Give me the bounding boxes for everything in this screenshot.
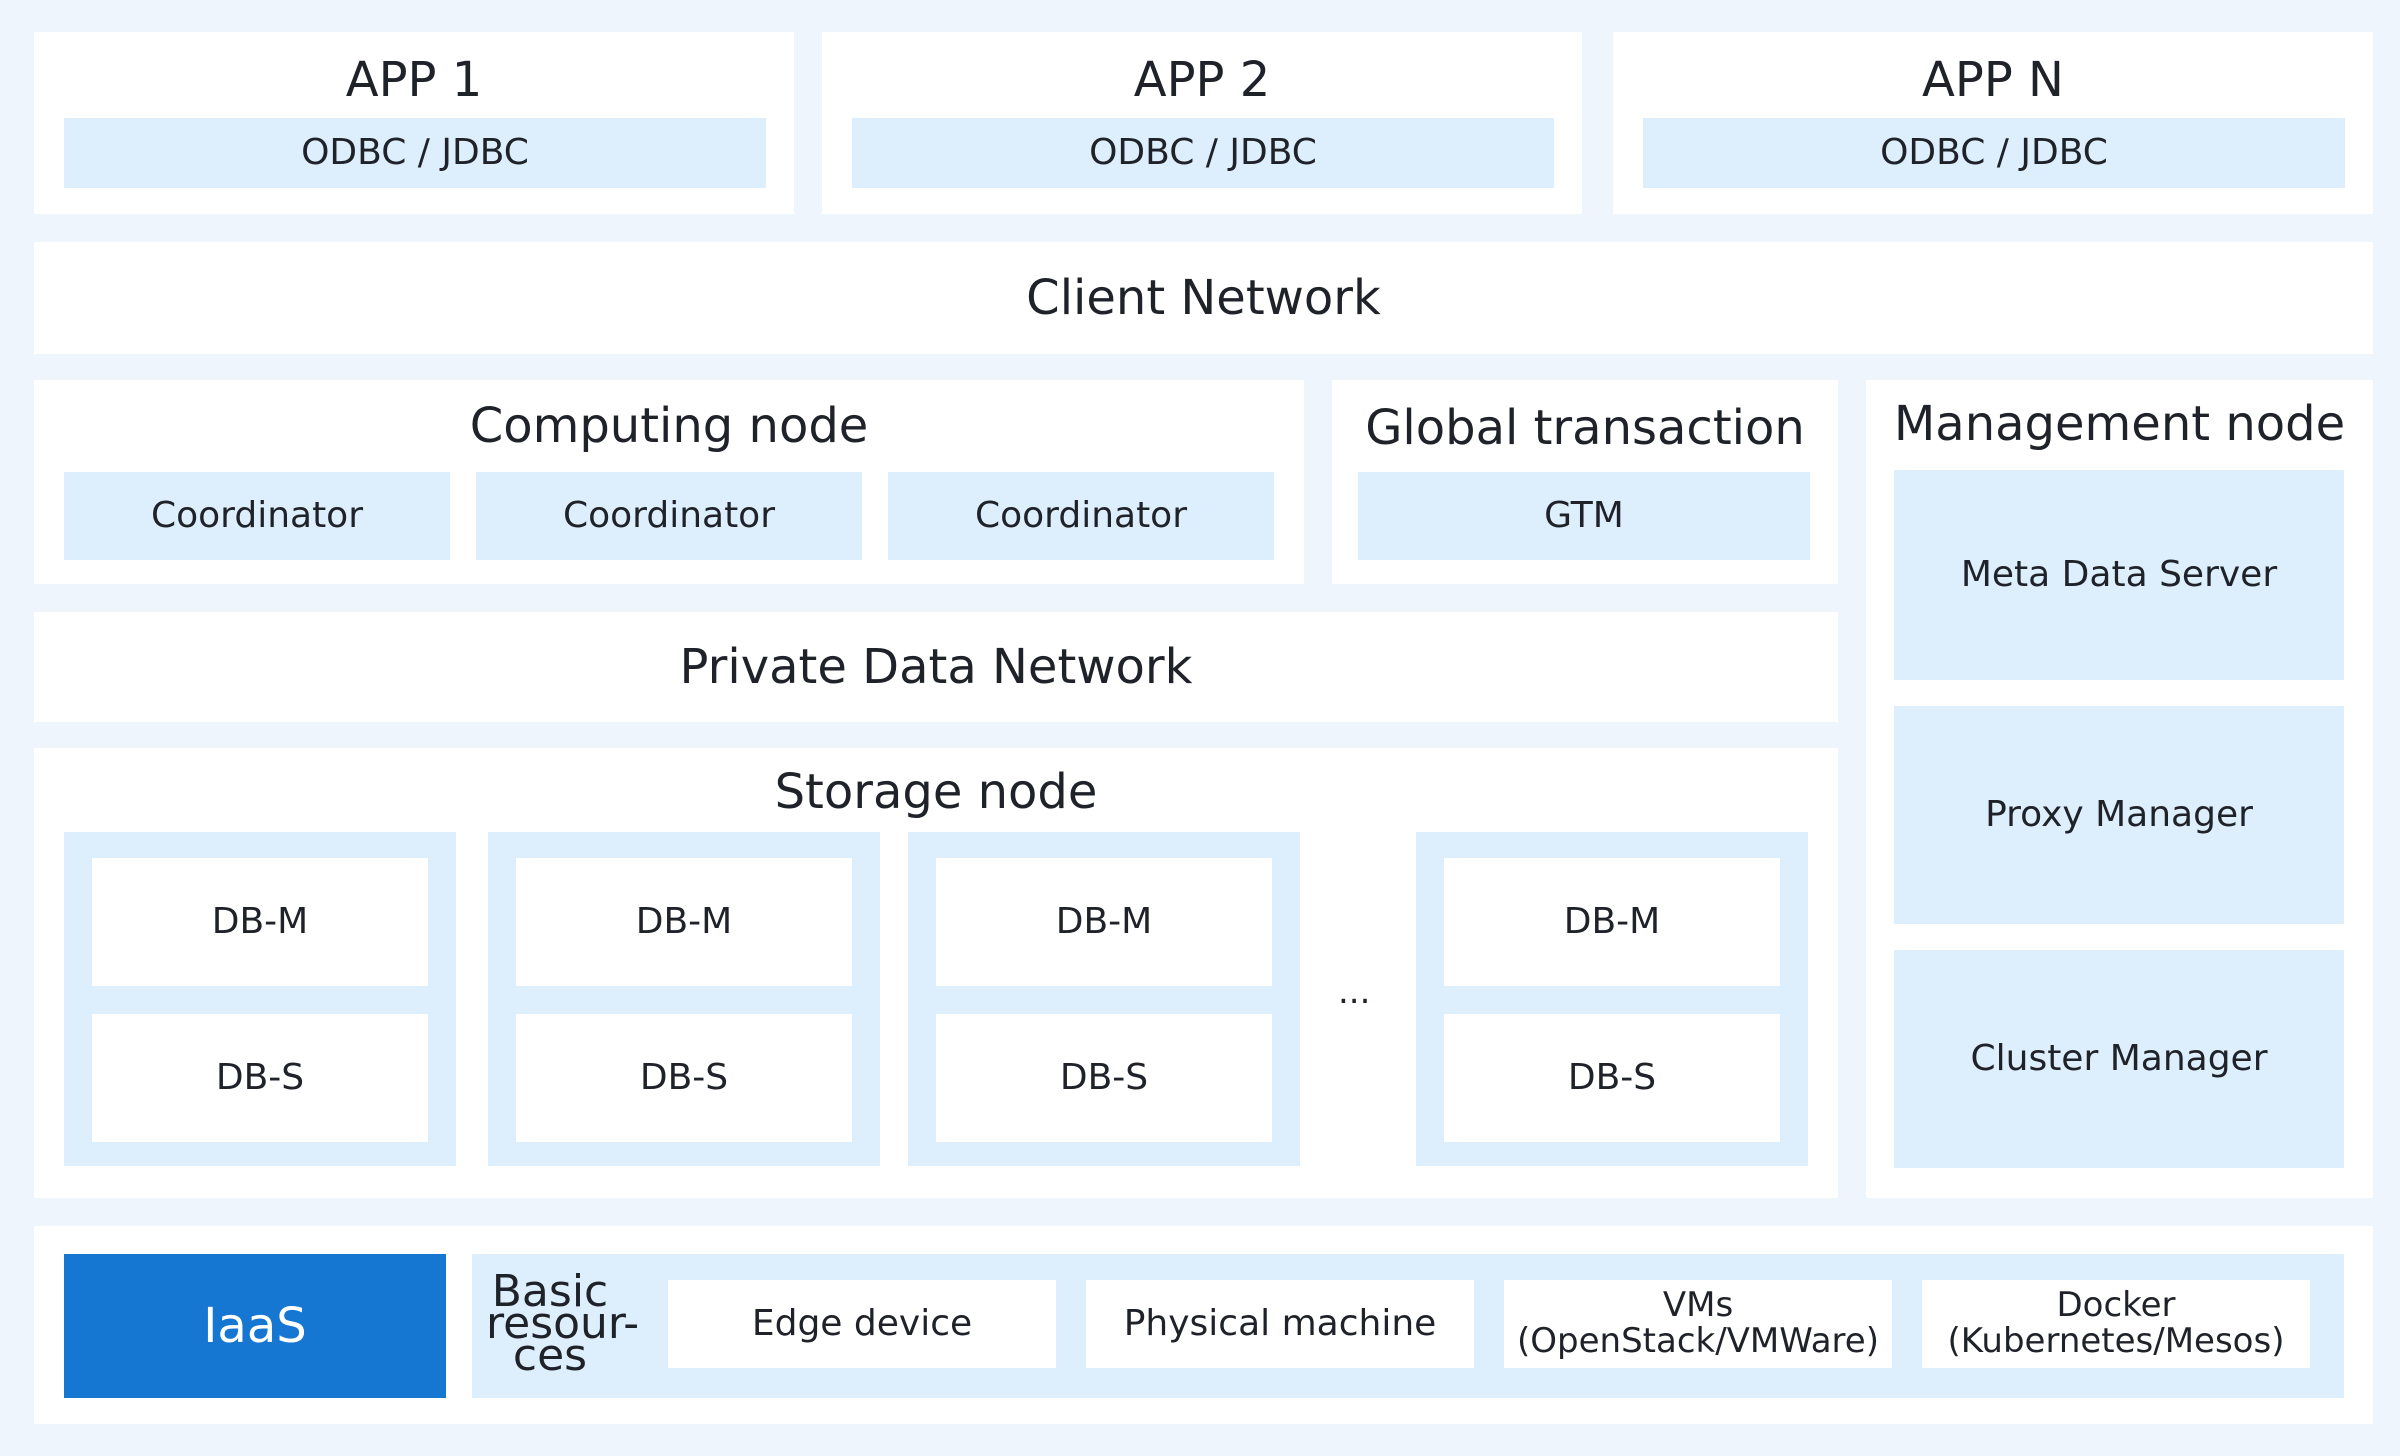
- basic-resources-label: Basic resour- ces: [486, 1266, 640, 1381]
- cluster-manager: Cluster Manager: [1894, 950, 2344, 1168]
- vms-label: VMs: [1662, 1285, 1734, 1326]
- gtm-box: GTM: [1358, 472, 1810, 560]
- vms: VMs (OpenStack/VMWare): [1504, 1280, 1892, 1368]
- app-2-panel: APP 2 ODBC / JDBC: [822, 32, 1582, 214]
- app-n-panel: APP N ODBC / JDBC: [1613, 32, 2373, 214]
- docker-detail: (Kubernetes/Mesos): [1947, 1321, 2285, 1361]
- db-slave-1: DB-S: [92, 1014, 428, 1142]
- app-2-title: APP 2: [1133, 52, 1271, 108]
- app-n-title: APP N: [1922, 52, 2064, 108]
- global-transaction-panel: Global transaction GTM: [1332, 380, 1838, 584]
- coordinator-3: Coordinator: [888, 472, 1274, 560]
- proxy-manager: Proxy Manager: [1894, 706, 2344, 924]
- management-node-panel: Management node Meta Data Server Proxy M…: [1866, 380, 2373, 1198]
- db-slave-n: DB-S: [1444, 1014, 1780, 1142]
- db-master-2: DB-M: [516, 858, 852, 986]
- storage-group-2: DB-M DB-S: [488, 832, 880, 1166]
- app-1-panel: APP 1 ODBC / JDBC: [34, 32, 794, 214]
- physical-machine: Physical machine: [1086, 1280, 1474, 1368]
- basic-resources-line-1: Basic: [491, 1266, 609, 1317]
- client-network: Client Network: [34, 242, 2373, 354]
- app-n-driver: ODBC / JDBC: [1643, 118, 2345, 188]
- app-2-driver: ODBC / JDBC: [852, 118, 1554, 188]
- docker-label: Docker: [2056, 1285, 2176, 1326]
- db-master-1: DB-M: [92, 858, 428, 986]
- storage-node-title: Storage node: [774, 764, 1098, 820]
- coordinator-1: Coordinator: [64, 472, 450, 560]
- storage-group-n: DB-M DB-S: [1416, 832, 1808, 1166]
- infrastructure-panel: IaaS Basic resour- ces Edge device Physi…: [34, 1226, 2373, 1424]
- edge-device: Edge device: [668, 1280, 1056, 1368]
- computing-node-panel: Computing node Coordinator Coordinator C…: [34, 380, 1304, 584]
- meta-data-server: Meta Data Server: [1894, 470, 2344, 680]
- computing-node-title: Computing node: [469, 398, 869, 454]
- vms-detail: (OpenStack/VMWare): [1517, 1321, 1879, 1361]
- storage-group-1: DB-M DB-S: [64, 832, 456, 1166]
- docker: Docker (Kubernetes/Mesos): [1922, 1280, 2310, 1368]
- private-data-network: Private Data Network: [34, 612, 1838, 722]
- app-1-title: APP 1: [345, 52, 483, 108]
- basic-resources-band: Basic resour- ces Edge device Physical m…: [472, 1254, 2344, 1398]
- db-master-3: DB-M: [936, 858, 1272, 986]
- basic-resources-line-3: ces: [512, 1330, 588, 1381]
- global-transaction-title: Global transaction: [1365, 400, 1805, 456]
- iaas-box: IaaS: [64, 1254, 446, 1398]
- db-master-n: DB-M: [1444, 858, 1780, 986]
- db-slave-3: DB-S: [936, 1014, 1272, 1142]
- app-1-driver: ODBC / JDBC: [64, 118, 766, 188]
- edge-device-label: Edge device: [751, 1303, 973, 1344]
- coordinator-2: Coordinator: [476, 472, 862, 560]
- physical-machine-label: Physical machine: [1123, 1303, 1437, 1344]
- management-node-title: Management node: [1893, 396, 2346, 452]
- storage-node-panel: Storage node DB-M DB-S DB-M DB-S DB-M DB…: [34, 748, 1838, 1198]
- storage-ellipsis: ...: [1338, 972, 1371, 1012]
- storage-group-3: DB-M DB-S: [908, 832, 1300, 1166]
- basic-resources-line-2: resour-: [486, 1298, 640, 1349]
- db-slave-2: DB-S: [516, 1014, 852, 1142]
